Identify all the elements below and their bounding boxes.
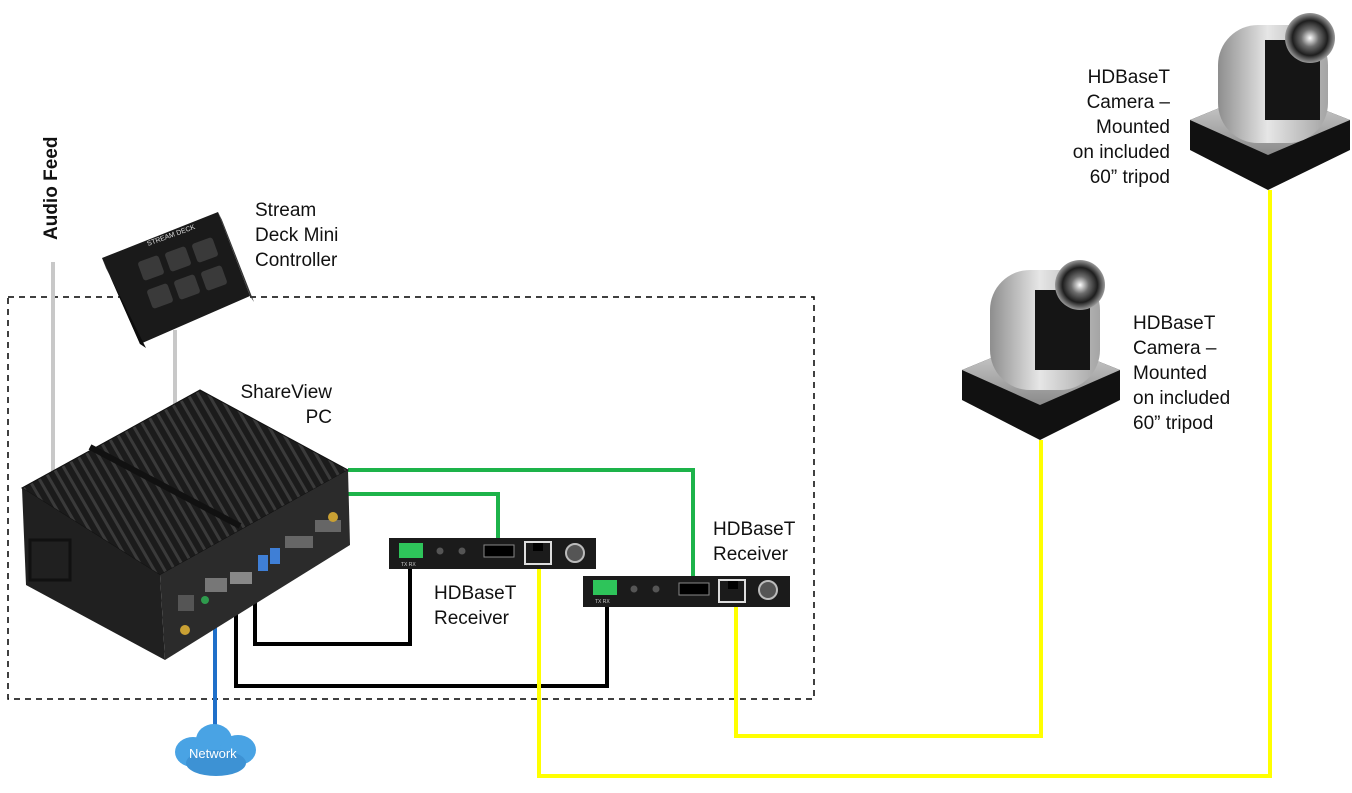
stream-deck-label-line: Deck Mini [255,225,339,246]
receiver-1-port-label: TX RX [401,562,416,568]
camera-top-label-line: on included [1072,142,1170,163]
stream-deck-label-line: Controller [255,250,338,271]
receiver-1-label: HDBaseT Receiver [434,581,516,631]
camera-top-label: HDBaseT Camera – Mounted on included 60”… [1040,65,1170,190]
cloud-icon [175,724,256,776]
pc-icon [21,389,350,660]
system-boundary [7,296,815,700]
camera-mid-label-line: on included [1133,388,1231,409]
camera-mid-label-line: HDBaseT [1133,313,1216,334]
stream-deck-label-line: Stream [255,200,317,221]
hdmi-cable-receiver-1 [348,492,500,548]
camera-icon [962,260,1120,440]
camera-top-label-line: Mounted [1096,117,1170,138]
receiver-icon: TX RX [583,576,790,607]
camera-mid-label-line: 60” tripod [1133,413,1214,434]
receiver-2-label: HDBaseT Receiver [713,517,795,567]
receiver-1-label-line: HDBaseT [434,583,517,604]
stream-deck-icon: STREAM DECK [102,212,254,348]
shareview-pc-label-line: PC [305,407,332,428]
control-cable-receiver-1 [253,556,412,646]
shareview-pc-label-line: ShareView [240,382,332,403]
camera-top-label-line: 60” tripod [1089,167,1170,188]
receiver-icon: TX RX [389,538,596,569]
camera-mid-label: HDBaseT Camera – Mounted on included 60”… [1133,311,1230,436]
camera-mid-label-line: Mounted [1133,363,1207,384]
network-label: Network [189,746,237,761]
shareview-pc-label: ShareView PC [200,380,332,430]
camera-top-label-line: Camera – [1086,92,1170,113]
receiver-2-label-line: HDBaseT [713,519,796,540]
camera-top-label-line: HDBaseT [1087,67,1170,88]
camera-icon [1190,13,1350,190]
camera-mid-label-line: Camera – [1133,338,1217,359]
receiver-1-label-line: Receiver [434,608,509,629]
hdbaset-cable-camera-top [537,190,1272,778]
hdbaset-cable-camera-mid [734,440,1043,738]
receiver-2-label-line: Receiver [713,544,788,565]
stream-deck-label: Stream Deck Mini Controller [255,198,338,273]
audio-feed-label: Audio Feed [41,136,62,240]
receiver-2-port-label: TX RX [595,599,610,605]
hdmi-cable-receiver-2 [348,468,695,585]
control-cable-receiver-2 [234,585,609,688]
